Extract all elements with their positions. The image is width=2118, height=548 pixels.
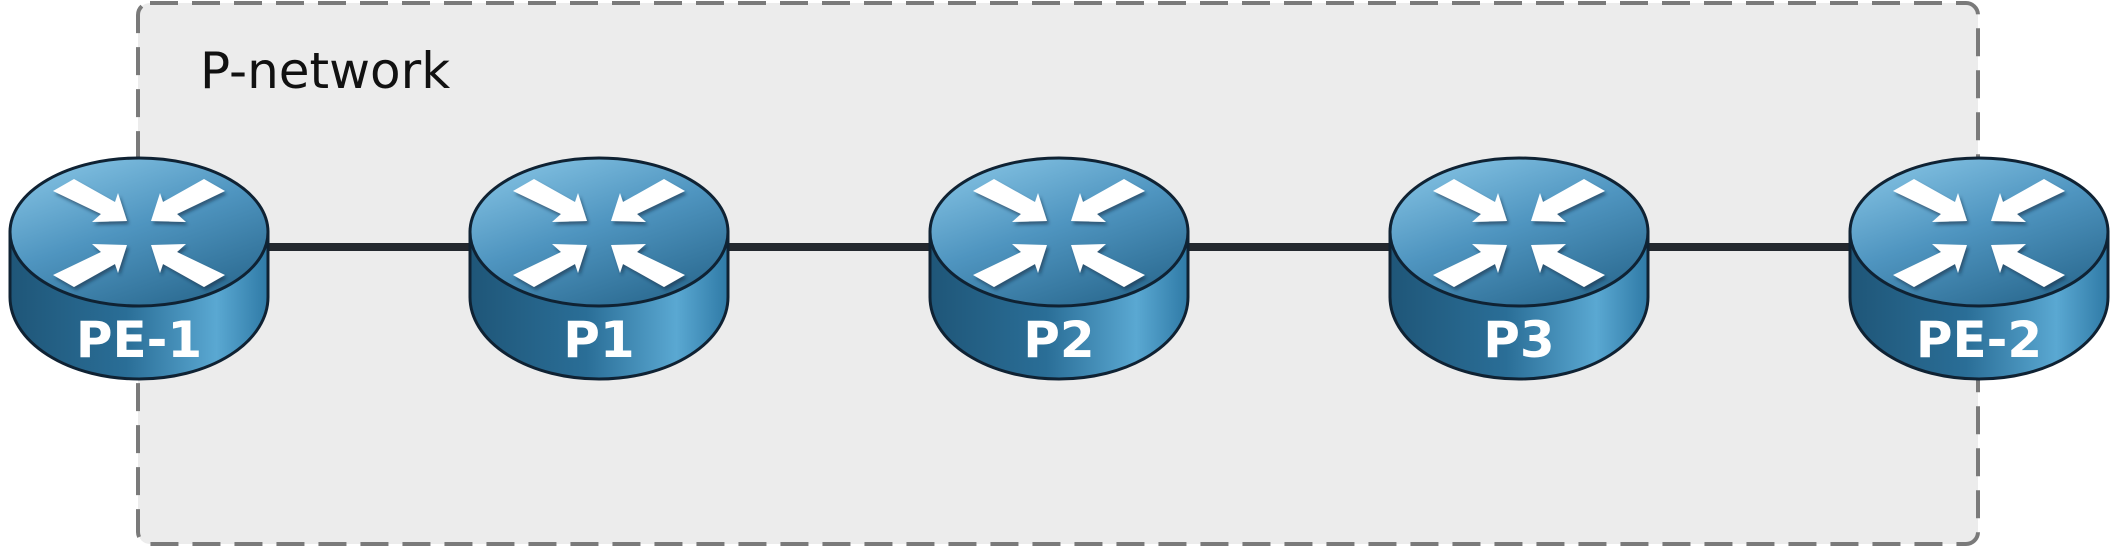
router-pe2[interactable]: PE-2 (1848, 156, 2110, 381)
router-icon (8, 156, 270, 381)
router-p3[interactable]: P3 (1388, 156, 1650, 381)
router-label: PE-1 (76, 311, 202, 369)
router-p2[interactable]: P2 (928, 156, 1190, 381)
router-label: PE-2 (1916, 311, 2042, 369)
router-p1[interactable]: P1 (468, 156, 730, 381)
p-network-label: P-network (200, 42, 450, 100)
router-label: P3 (1483, 311, 1554, 369)
router-icon (1388, 156, 1650, 381)
router-label: P1 (563, 311, 634, 369)
router-pe1[interactable]: PE-1 (8, 156, 270, 381)
router-icon (1848, 156, 2110, 381)
router-icon (468, 156, 730, 381)
router-icon (928, 156, 1190, 381)
router-label: P2 (1023, 311, 1094, 369)
